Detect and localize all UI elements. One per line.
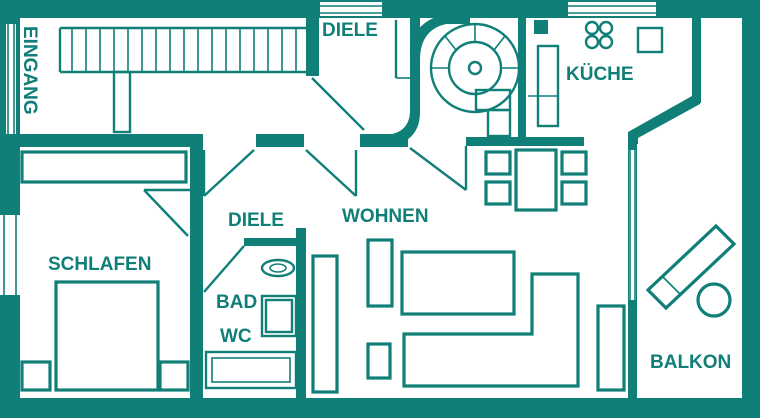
- spiral-staircase: [429, 22, 521, 138]
- label-kitchen: KÜCHE: [566, 64, 634, 85]
- label-bedroom: SCHLAFEN: [48, 254, 151, 275]
- label-balcony: BALKON: [650, 352, 731, 373]
- label-bath: BAD: [216, 292, 257, 313]
- label-living: WOHNEN: [342, 206, 429, 227]
- staircase: [58, 26, 308, 134]
- living-furniture: [311, 238, 626, 394]
- dining-set: [484, 148, 588, 212]
- doors: [143, 20, 468, 293]
- balcony-furniture: [645, 223, 737, 318]
- bedroom-furniture: [20, 150, 190, 392]
- balcony-door-glazing: [629, 26, 751, 390]
- label-hall-mid: DIELE: [228, 210, 284, 231]
- label-entrance: EINGANG: [19, 26, 40, 115]
- label-wc: WC: [220, 326, 252, 347]
- windows: [0, 2, 656, 295]
- entrance-door-opening: [6, 24, 16, 134]
- kitchen-fixtures: [528, 20, 664, 128]
- label-hall-top: DIELE: [322, 20, 378, 41]
- bathroom-fixtures: [204, 258, 298, 390]
